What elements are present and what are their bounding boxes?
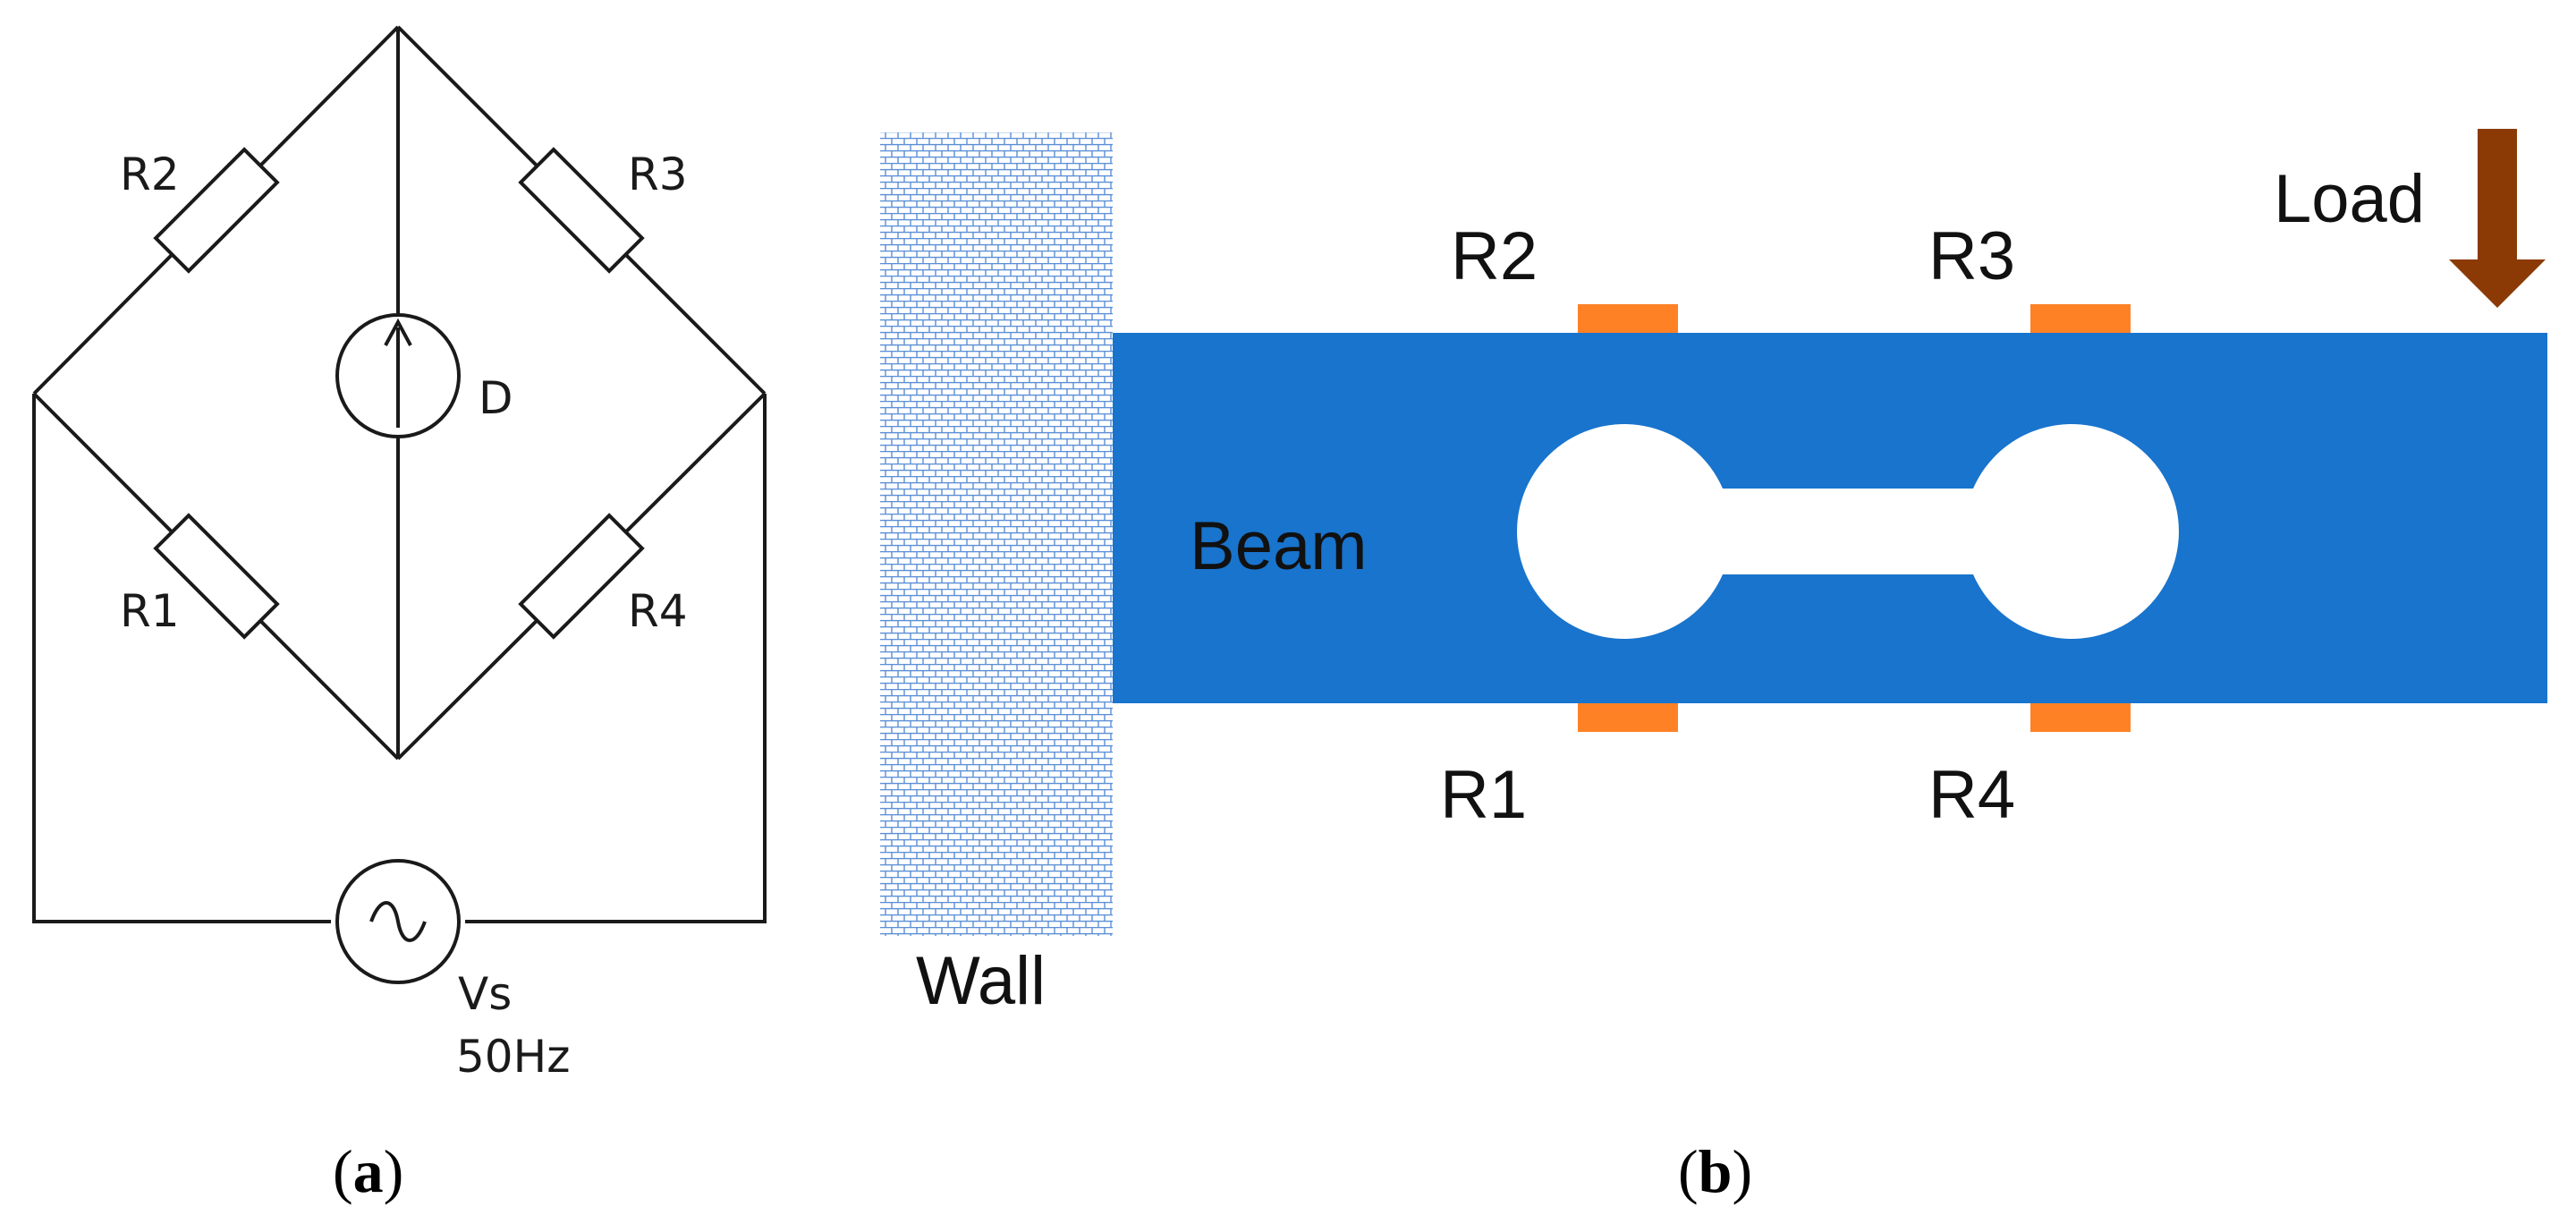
load-arrow-icon	[2449, 129, 2546, 308]
label-gauge-r2: R2	[1451, 218, 1538, 294]
resistor-r4	[518, 513, 645, 640]
resistor-r3	[518, 147, 645, 274]
caption-a: (a)	[333, 1137, 403, 1205]
label-wall: Wall	[916, 943, 1046, 1019]
label-source-frequency: 50Hz	[456, 1031, 570, 1083]
strain-gauge-r1	[1578, 703, 1678, 732]
strain-gauge-r2	[1578, 304, 1678, 333]
label-source-name: Vs	[458, 968, 512, 1020]
detector-arrow-icon	[384, 318, 412, 428]
strain-gauge-r3	[2030, 304, 2131, 333]
label-detector: D	[479, 372, 513, 424]
supply-wire	[32, 394, 767, 923]
label-r4: R4	[628, 585, 688, 637]
sine-wave-icon	[369, 901, 427, 942]
wall-hatch	[880, 132, 1113, 936]
label-beam: Beam	[1190, 508, 1368, 584]
caption-b: (b)	[1678, 1137, 1752, 1205]
resistor-r1	[153, 513, 280, 640]
resistor-r2	[153, 147, 280, 274]
panel-a-bridge-circuit: R2 R3 R1 R4 D Vs 50Hz (a)	[32, 25, 767, 1205]
beam	[1113, 333, 2547, 703]
label-gauge-r4: R4	[1928, 757, 2015, 833]
strain-gauge-r4	[2030, 703, 2131, 732]
label-gauge-r3: R3	[1928, 218, 2015, 294]
label-r2: R2	[120, 149, 180, 200]
label-gauge-r1: R1	[1440, 757, 1527, 833]
panel-b-load-cell: Wall Beam R2 R3 R1 R4 Load (b)	[880, 129, 2547, 1205]
label-load: Load	[2274, 161, 2425, 237]
label-r1: R1	[120, 585, 180, 637]
label-r3: R3	[628, 149, 688, 200]
